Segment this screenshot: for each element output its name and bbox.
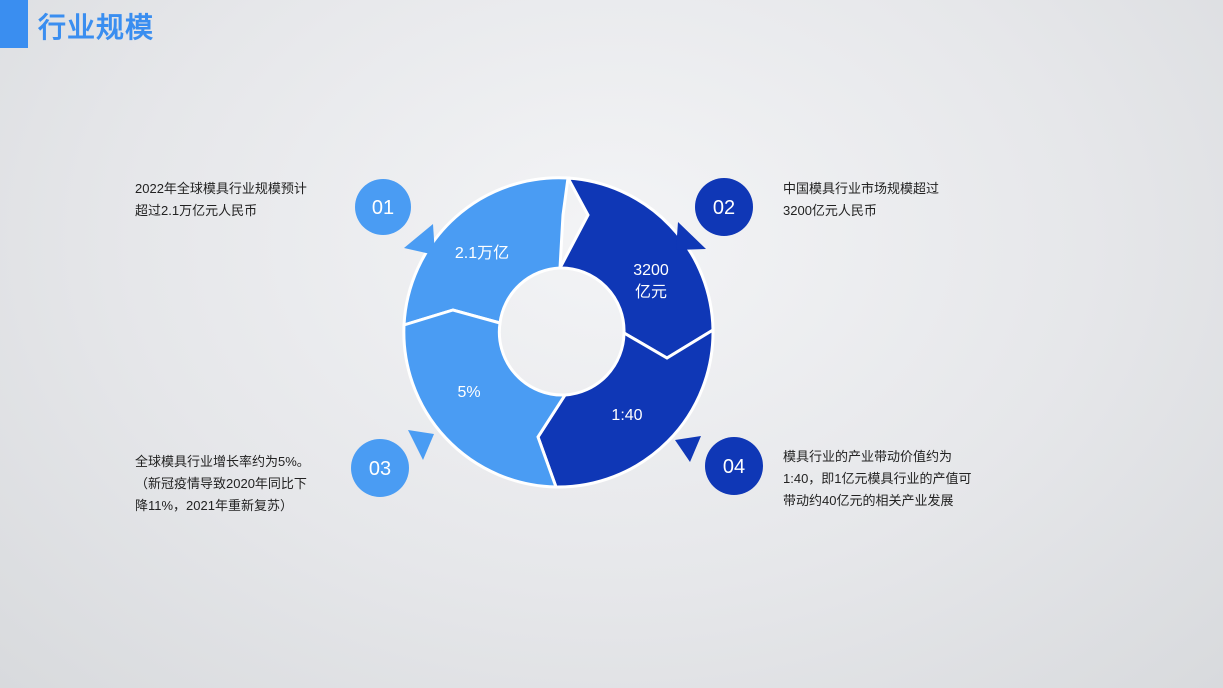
svg-text:04: 04 bbox=[723, 456, 745, 478]
description-04-line: 模具行业的产业带动价值约为 bbox=[783, 449, 953, 464]
segment-03-value: 5% bbox=[457, 384, 480, 401]
segment-04 bbox=[536, 327, 715, 489]
description-02: 中国模具行业市场规模超过 3200亿元人民币 bbox=[783, 178, 939, 222]
description-01: 2022年全球模具行业规模预计 超过2.1万亿元人民币 bbox=[135, 178, 307, 222]
description-02-line: 中国模具行业市场规模超过 bbox=[783, 181, 940, 196]
segment-01-value: 2.1万亿 bbox=[455, 244, 509, 262]
pointer-04 bbox=[675, 436, 701, 462]
description-01-line: 2022年全球模具行业规模预计 bbox=[135, 181, 307, 196]
badge-02: 02 bbox=[695, 178, 753, 236]
description-03-line: （新冠疫情导致2020年同比下 bbox=[135, 476, 307, 491]
description-03: 全球模具行业增长率约为5%。 （新冠疫情导致2020年同比下 降11%，2021… bbox=[135, 451, 310, 517]
pointer-01 bbox=[404, 224, 435, 255]
pointer-03 bbox=[408, 430, 434, 460]
segment-03 bbox=[402, 308, 568, 489]
description-03-line: 降11%，2021年重新复苏） bbox=[135, 498, 293, 513]
svg-text:01: 01 bbox=[372, 197, 394, 219]
description-04: 模具行业的产业带动价值约为 1:40，即1亿元模具行业的产值可 带动约40亿元的… bbox=[783, 446, 972, 512]
segment-01 bbox=[402, 176, 570, 328]
svg-text:03: 03 bbox=[369, 458, 391, 480]
segment-02 bbox=[557, 176, 715, 360]
badge-04: 04 bbox=[705, 437, 763, 495]
pointer-02 bbox=[676, 222, 706, 250]
svg-text:02: 02 bbox=[713, 197, 735, 219]
description-01-line: 超过2.1万亿元人民币 bbox=[135, 203, 258, 218]
description-04-line: 带动约40亿元的相关产业发展 bbox=[783, 493, 954, 508]
badge-01: 01 bbox=[355, 179, 411, 235]
segment-04-value: 1:40 bbox=[611, 407, 642, 424]
description-03-line: 全球模具行业增长率约为5%。 bbox=[135, 454, 310, 469]
badge-03: 03 bbox=[351, 439, 409, 497]
segment-02-value-line1: 3200 bbox=[633, 262, 669, 279]
title-accent-bar bbox=[0, 0, 28, 48]
description-02-line: 3200亿元人民币 bbox=[783, 203, 877, 218]
description-04-line: 1:40，即1亿元模具行业的产值可 bbox=[783, 471, 972, 486]
page-title: 行业规模 bbox=[38, 12, 155, 43]
segment-02-value-line2: 亿元 bbox=[635, 283, 667, 301]
